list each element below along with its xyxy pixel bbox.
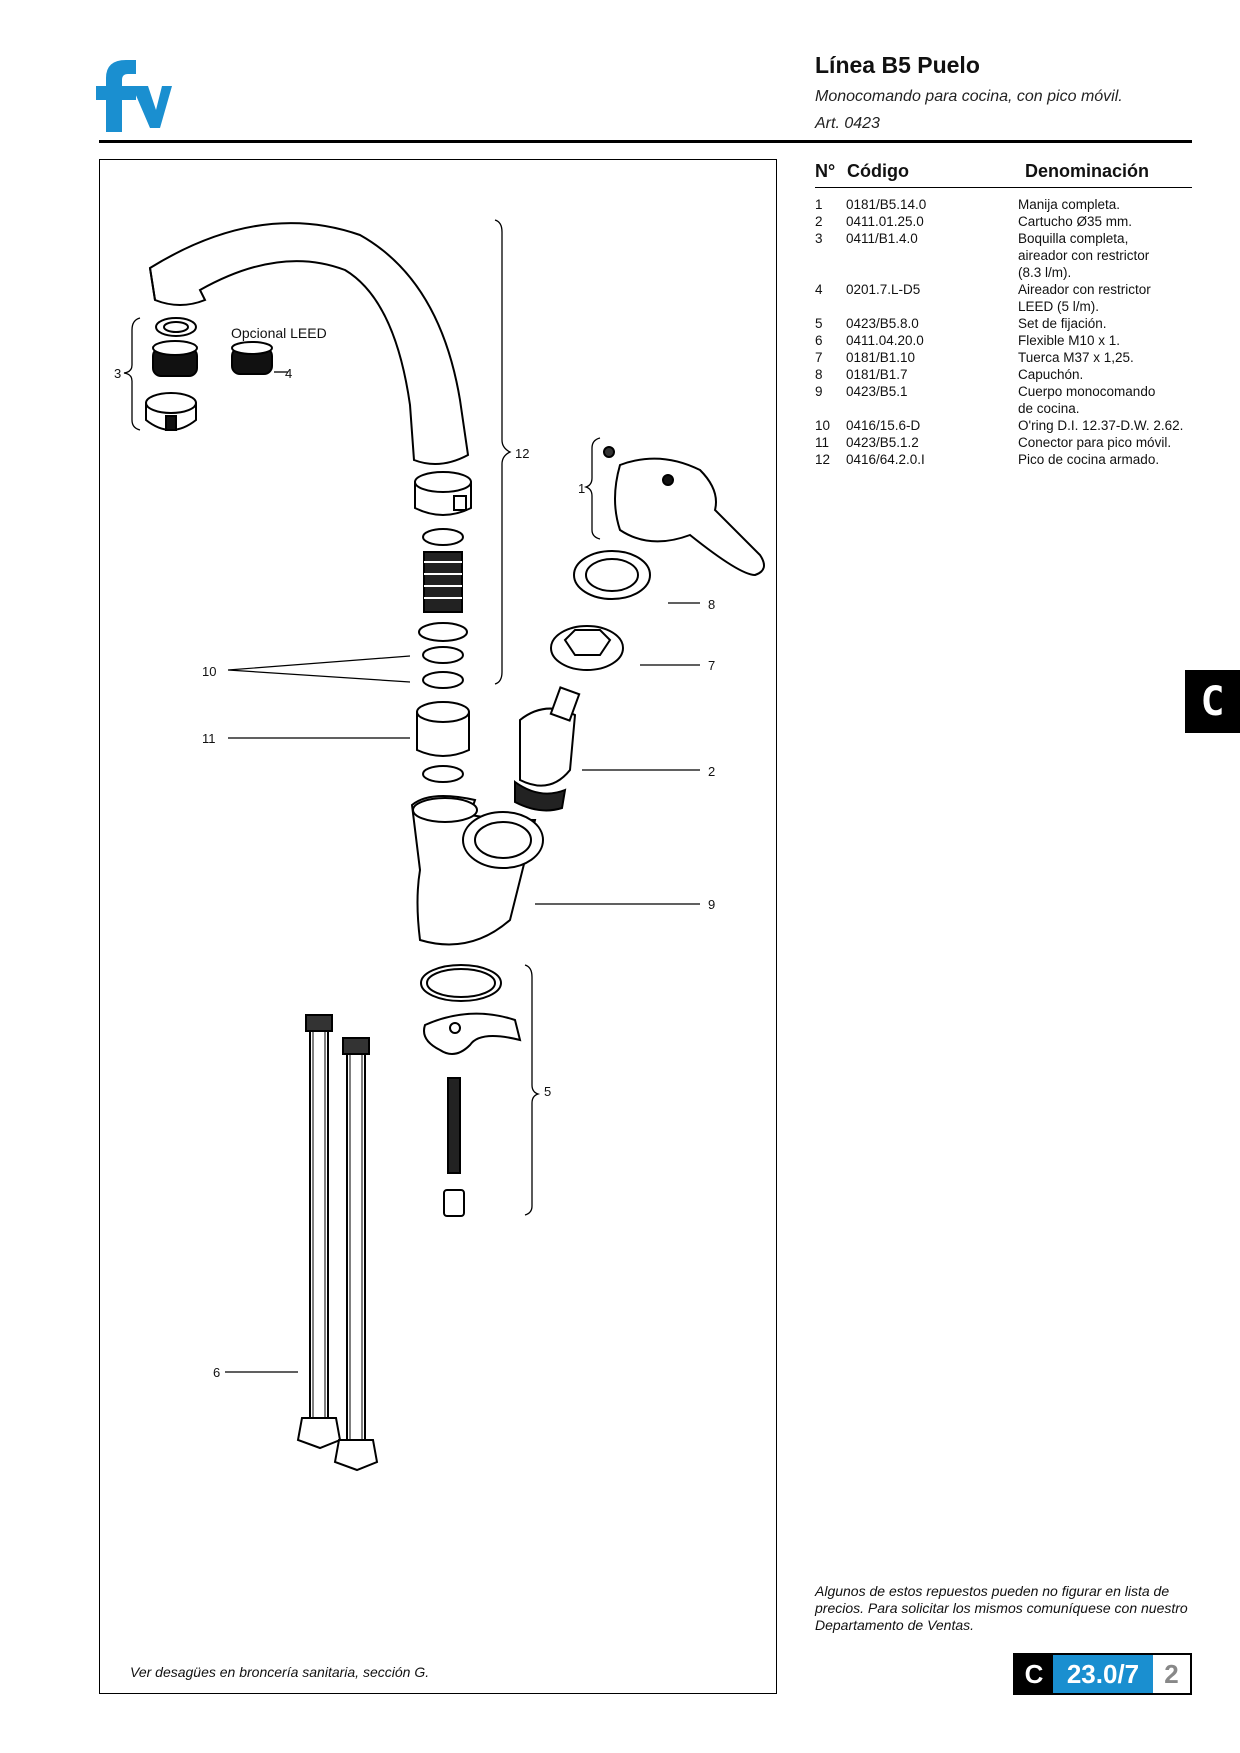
table-row: 7 0181/B1.10 Tuerca M37 x 1,25. (815, 349, 1192, 366)
row-code: 0411.01.25.0 (845, 214, 924, 229)
table-row: 10 0416/15.6-D O'ring D.I. 12.37-D.W. 2.62… (815, 417, 1192, 434)
header-name: Denominación (1025, 161, 1150, 181)
footnote: Algunos de estos repuestos pueden no fig… (815, 1583, 1188, 1633)
row-number: 7 (815, 350, 823, 365)
callout-10: 10 (202, 664, 217, 679)
callout-8: 8 (708, 597, 716, 612)
header-number: N° (815, 161, 836, 181)
row-number: 1 (815, 197, 823, 212)
row-name: Cuerpo monocomando de cocina. (1018, 384, 1156, 416)
row-name: Aireador con restrictor LEED (5 l/m). (1018, 282, 1151, 314)
row-name: O'ring D.I. 12.37-D.W. 2.62. (1018, 418, 1184, 433)
parts-table-header: N° Código Denominación (815, 161, 1192, 188)
row-number: 5 (815, 316, 823, 331)
spout-drawing (148, 222, 470, 465)
table-row: 9 0423/B5.1 Cuerpo monocomando de cocina. (815, 383, 1192, 417)
row-code: 0201.7.L-D5 (845, 282, 921, 297)
row-number: 2 (815, 214, 823, 229)
row-name: Set de fijación. (1018, 316, 1107, 331)
threaded-cartridge (423, 551, 463, 613)
row-code: 0423/B5.1 (845, 384, 908, 399)
row-number: 6 (815, 333, 823, 348)
row-number: 4 (815, 282, 823, 297)
row-number: 11 (815, 435, 830, 450)
page-code: 23.0/7 (1053, 1655, 1153, 1693)
callout-9: 9 (708, 897, 716, 912)
table-row: 12 0416/64.2.0.I Pico de cocina armado. (815, 451, 1192, 468)
row-number: 3 (815, 231, 823, 246)
row-name: Flexible M10 x 1. (1018, 333, 1121, 348)
row-code: 0411/B1.4.0 (845, 231, 918, 246)
row-number: 10 (815, 418, 831, 433)
parts-table-body: 1 0181/B5.14.0 Manija completa. 2 0411.01.25… (815, 188, 1192, 468)
table-row: 2 0411.01.25.0 Cartucho Ø35 mm. (815, 213, 1192, 230)
row-number: 12 (815, 452, 831, 467)
callout-11: 11 (202, 731, 216, 746)
row-name: Tuerca M37 x 1,25. (1018, 350, 1134, 365)
exploded-diagram-frame (99, 159, 777, 1694)
callout-4: 4 (285, 366, 293, 381)
callout-6: 6 (213, 1365, 221, 1380)
table-row: 3 0411/B1.4.0 Boquilla completa, aireador … (815, 230, 1192, 281)
table-row: 5 0423/B5.8.0 Set de fijación. (815, 315, 1192, 332)
callout-1: 1 (578, 481, 586, 496)
row-number: 9 (815, 384, 823, 399)
row-name: Conector para pico móvil. (1018, 435, 1172, 450)
callout-2: 2 (708, 764, 716, 779)
table-row: 11 0423/B5.1.2 Conector para pico móvil. (815, 434, 1192, 451)
page-index: 2 (1153, 1655, 1190, 1693)
leed-option-label: Opcional LEED (231, 325, 327, 341)
table-row: 1 0181/B5.14.0 Manija completa. (815, 196, 1192, 213)
parts-table: N° Código Denominación 1 0181/B5.14.0 Mani… (815, 161, 1192, 468)
callout-5: 5 (544, 1084, 552, 1099)
table-row: 6 0411.04.20.0 Flexible M10 x 1. (815, 332, 1192, 349)
section-tab: C (1185, 670, 1240, 733)
page-subtitle: Monocomando para cocina, con pico móvil. (815, 88, 1123, 105)
callout-12: 12 (515, 446, 530, 461)
header-code: Código (847, 161, 909, 181)
row-code: 0423/B5.8.0 (845, 316, 919, 331)
row-code: 0416/15.6-D (845, 418, 921, 433)
page-number-box: C 23.0/7 2 (1013, 1653, 1192, 1695)
row-name: Manija completa. (1018, 197, 1121, 212)
table-row: 4 0201.7.L-D5 Aireador con restrictor LEED… (815, 281, 1192, 315)
row-name: Pico de cocina armado. (1018, 452, 1160, 467)
row-code: 0411.04.20.0 (845, 333, 924, 348)
fv-logo (96, 60, 172, 132)
diagram-note: Ver desagües en broncería sanitaria, sec… (130, 1664, 430, 1680)
row-code: 0416/64.2.0.I (845, 452, 925, 467)
row-name: Cartucho Ø35 mm. (1018, 214, 1133, 229)
row-name: Capuchón. (1018, 367, 1084, 382)
row-code: 0181/B1.10 (845, 350, 915, 365)
callout-7: 7 (708, 658, 716, 673)
callout-3: 3 (114, 366, 122, 381)
header-rule (99, 140, 1192, 143)
page-title: Línea B5 Puelo (815, 52, 980, 78)
row-number: 8 (815, 367, 823, 382)
article-number: Art. 0423 (815, 115, 880, 132)
row-code: 0181/B5.14.0 (845, 197, 927, 212)
table-row: 8 0181/B1.7 Capuchón. (815, 366, 1192, 383)
row-name: Boquilla completa, aireador con restrict… (1018, 231, 1150, 280)
row-code: 0423/B5.1.2 (845, 435, 919, 450)
page-section: C (1015, 1655, 1053, 1693)
row-code: 0181/B1.7 (845, 367, 908, 382)
